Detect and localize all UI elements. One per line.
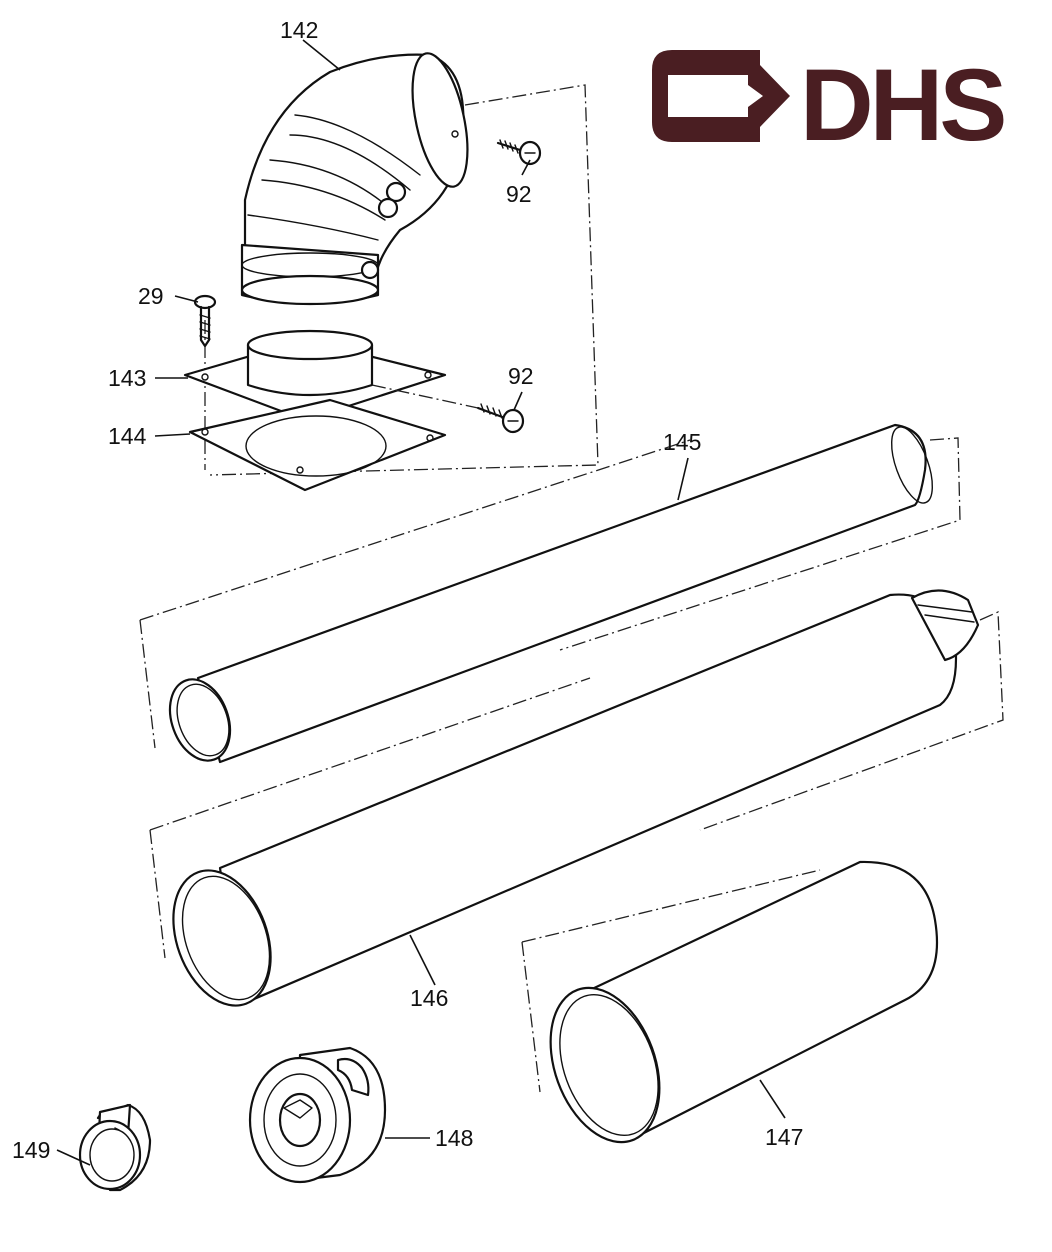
label-148: 148 [435, 1125, 473, 1151]
label-149: 149 [12, 1137, 50, 1163]
pipe-147-short [521, 860, 939, 1144]
label-29: 29 [138, 283, 164, 309]
label-92-upper: 92 [506, 181, 532, 207]
screw-92-lower [371, 384, 525, 434]
elbow-fitting [240, 52, 469, 306]
part-labels: 142 92 29 143 92 144 145 146 147 148 149 [12, 17, 803, 1163]
label-145: 145 [663, 429, 701, 455]
label-142: 142 [280, 17, 318, 43]
label-144: 144 [108, 423, 147, 449]
leader-lines [56, 39, 786, 1166]
dhs-logo: DHS [652, 48, 1008, 162]
label-147: 147 [765, 1124, 803, 1150]
dhs-logo-text: DHS [800, 48, 1004, 162]
label-146: 146 [410, 985, 448, 1011]
label-143: 143 [108, 365, 146, 391]
pipe-146-terminal [149, 589, 1004, 1007]
clamp-band-149 [78, 1103, 152, 1192]
gasket-plate-144 [188, 398, 447, 492]
label-92-lower: 92 [508, 363, 534, 389]
screw-92-upper [496, 139, 542, 166]
pipe-145 [139, 423, 961, 764]
wall-seal-148 [248, 1046, 387, 1184]
adapter-plate-143 [183, 329, 447, 422]
